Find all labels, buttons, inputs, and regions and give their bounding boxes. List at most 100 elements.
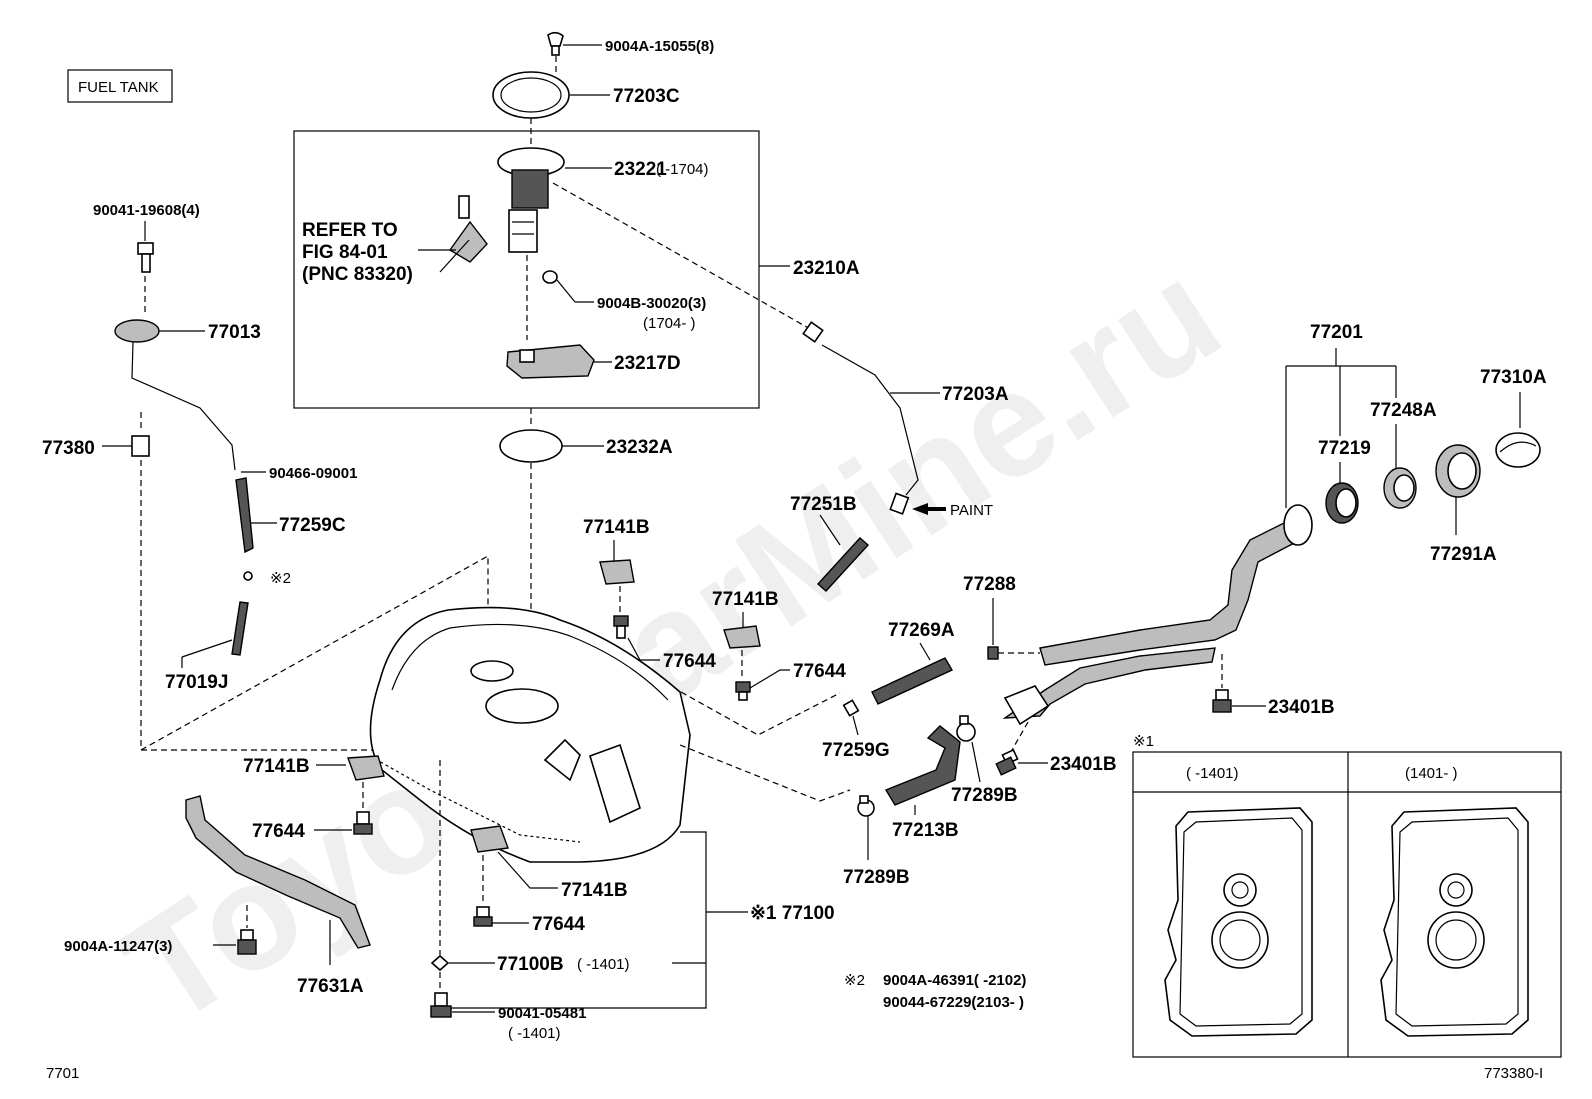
clip-77259g-icon bbox=[842, 699, 860, 717]
bracket-77141b-b-icon bbox=[723, 625, 761, 649]
bolt-77644-c-icon bbox=[353, 811, 373, 835]
clamp-77289b-b-icon bbox=[857, 795, 875, 817]
hose-77269a-icon bbox=[871, 657, 953, 705]
cover-77013-icon bbox=[114, 319, 160, 343]
filter-77019j-icon bbox=[231, 601, 249, 656]
screw-9004a-15055-icon bbox=[547, 31, 564, 56]
label-23232a: 23232A bbox=[606, 437, 673, 458]
label-23210a: 23210A bbox=[793, 258, 860, 279]
label-77019j: 77019J bbox=[165, 672, 228, 693]
inset-col2-label: (1401- ) bbox=[1405, 765, 1458, 782]
hose-77213b-icon bbox=[884, 725, 961, 806]
label-77141b-d: 77141B bbox=[561, 880, 628, 901]
note2-line2: 90044-67229(2103- ) bbox=[883, 994, 1024, 1011]
tank-variant-late-icon bbox=[1380, 807, 1529, 1037]
label-77141b-a: 77141B bbox=[583, 517, 650, 538]
note2-line1: 9004A-46391( -2102) bbox=[883, 972, 1026, 989]
bracket-77141b-a-icon bbox=[599, 559, 635, 585]
label-77219: 77219 bbox=[1318, 438, 1371, 459]
retainer-ring-77203c-icon bbox=[492, 71, 570, 119]
label-77631a: 77631A bbox=[297, 976, 364, 997]
label-note2-mark: ※2 bbox=[270, 570, 291, 587]
label-77100: ※1 77100 bbox=[750, 903, 835, 924]
bolt-90041-05481-icon bbox=[430, 992, 452, 1018]
inset-box bbox=[1132, 751, 1562, 1058]
fuel-pump-group-box bbox=[293, 130, 760, 409]
label-77203a: 77203A bbox=[942, 384, 1009, 405]
refer-line-3: (PNC 83320) bbox=[302, 264, 413, 285]
label-9004a-11247: 9004A-11247(3) bbox=[64, 938, 172, 955]
clip-note2-icon bbox=[243, 571, 253, 581]
label-23221: 23221 bbox=[614, 159, 667, 180]
label-77141b-b: 77141B bbox=[712, 589, 779, 610]
label-77141b-c: 77141B bbox=[243, 756, 310, 777]
label-77644-d: 77644 bbox=[532, 914, 585, 935]
hose-77259c-icon bbox=[235, 477, 254, 554]
ring-77248a-icon bbox=[1383, 467, 1417, 509]
bracket-77141b-d-icon bbox=[470, 825, 509, 853]
inset-col1-label: ( -1401) bbox=[1186, 765, 1239, 782]
label-77201: 77201 bbox=[1310, 322, 1363, 343]
gasket-23232a-icon bbox=[499, 429, 563, 463]
label-77259g: 77259G bbox=[822, 740, 890, 761]
label-23217d: 23217D bbox=[614, 353, 681, 374]
label-77269a: 77269A bbox=[888, 620, 955, 641]
tank-variant-early-icon bbox=[1164, 807, 1313, 1037]
note2-mark: ※2 bbox=[844, 972, 865, 989]
figure-code: 773380-I bbox=[1484, 1065, 1543, 1082]
label-77288: 77288 bbox=[963, 574, 1016, 595]
label-9004b-30020-range: (1704- ) bbox=[643, 315, 696, 332]
bolt-23401b-a-icon bbox=[1212, 689, 1232, 713]
label-77380: 77380 bbox=[42, 438, 95, 459]
label-77248a: 77248A bbox=[1370, 400, 1437, 421]
label-77100b-range: ( -1401) bbox=[577, 956, 630, 973]
label-90041-05481-range: ( -1401) bbox=[508, 1025, 561, 1042]
heat-protector-77631a-icon bbox=[185, 795, 371, 949]
gasket-77219-icon bbox=[1325, 482, 1359, 524]
protector-77251b-icon bbox=[817, 537, 869, 592]
label-23401b-a: 23401B bbox=[1268, 697, 1335, 718]
label-77013: 77013 bbox=[208, 322, 261, 343]
fuel-filter-23217d-icon bbox=[506, 344, 595, 379]
page-code: 7701 bbox=[46, 1065, 79, 1082]
label-77310a: 77310A bbox=[1480, 367, 1547, 388]
filler-pipe-77201-icon bbox=[1002, 504, 1313, 726]
fuel-pump-23221-icon bbox=[497, 147, 565, 253]
fuel-tank-77100-icon bbox=[369, 606, 691, 863]
page-title: FUEL TANK bbox=[78, 79, 159, 96]
label-77213b: 77213B bbox=[892, 820, 959, 841]
bumper-77380-icon bbox=[131, 435, 150, 457]
label-77251b: 77251B bbox=[790, 494, 857, 515]
title-box bbox=[67, 69, 173, 103]
sender-gauge-icon bbox=[439, 195, 488, 273]
label-23401b-b: 23401B bbox=[1050, 754, 1117, 775]
wire-harness-77203a-icon bbox=[802, 321, 919, 515]
refer-line-1: REFER TO bbox=[302, 220, 398, 241]
label-90041-19608: 90041-19608(4) bbox=[93, 202, 200, 219]
inset-mark: ※1 bbox=[1133, 733, 1154, 750]
check-valve-77288-icon bbox=[987, 646, 999, 660]
label-77289b-a: 77289B bbox=[951, 785, 1018, 806]
bracket-77141b-c-icon bbox=[347, 755, 385, 781]
label-23221-range: ( -1704) bbox=[656, 161, 709, 178]
plug-77100b-icon bbox=[430, 954, 450, 972]
label-77644-b: 77644 bbox=[793, 661, 846, 682]
o-ring-icon bbox=[542, 270, 558, 284]
label-77100b: 77100B bbox=[497, 954, 564, 975]
cap-holder-77291a-icon bbox=[1435, 444, 1481, 498]
bolt-77644-b-icon bbox=[735, 681, 751, 701]
label-90041-05481: 90041-05481 bbox=[498, 1005, 586, 1022]
paint-arrow-icon bbox=[912, 503, 946, 515]
label-77291a: 77291A bbox=[1430, 544, 1497, 565]
bolt-9004a-11247-icon bbox=[237, 929, 257, 955]
label-77644-a: 77644 bbox=[663, 651, 716, 672]
bolt-77644-a-icon bbox=[613, 615, 629, 639]
label-77259c: 77259C bbox=[279, 515, 346, 536]
fuel-cap-77310a-icon bbox=[1495, 432, 1541, 468]
label-77644-c: 77644 bbox=[252, 821, 305, 842]
bolt-23401b-b-icon bbox=[995, 748, 1019, 776]
label-9004a-15055: 9004A-15055(8) bbox=[605, 38, 714, 55]
bolt-90041-19608-icon bbox=[137, 242, 154, 273]
paint-label: PAINT bbox=[950, 502, 993, 519]
